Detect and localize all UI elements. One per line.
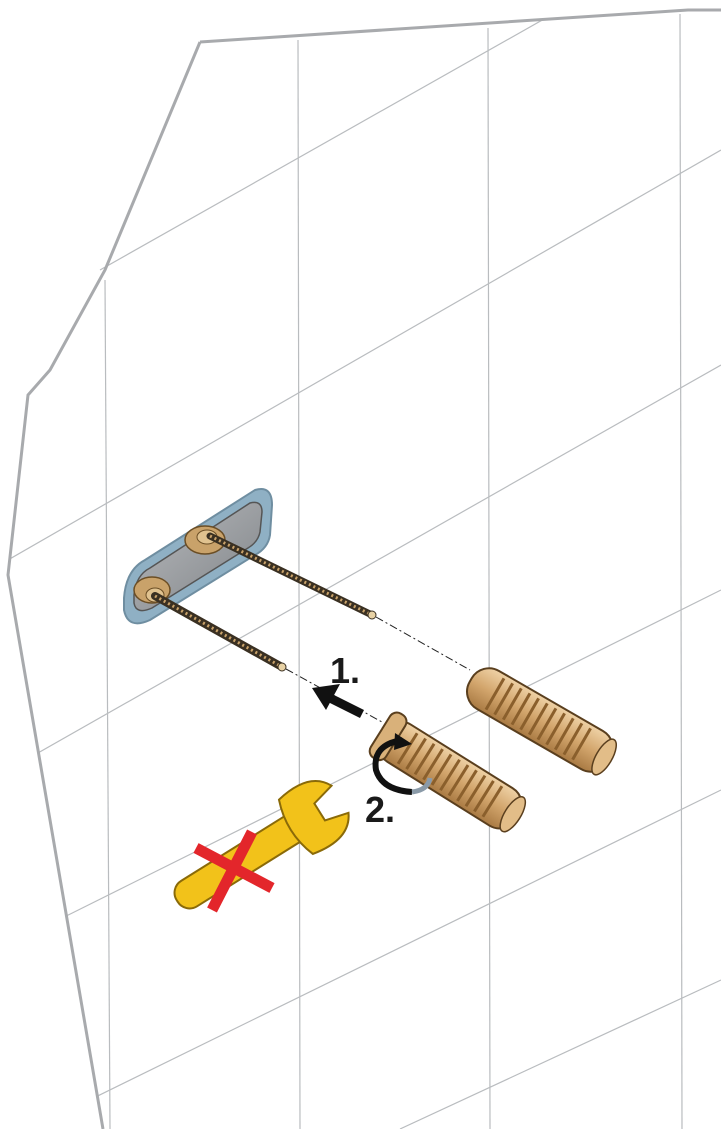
sleeve-nut-upper (466, 667, 618, 776)
threaded-rod-upper (206, 532, 377, 620)
tile-grid (8, 10, 721, 1129)
wall-left-edge (6, 41, 202, 1129)
wall-panel (6, 8, 721, 1129)
wall-top-edge (199, 8, 721, 44)
push-arrow-icon (312, 684, 365, 719)
alignment-line-upper (375, 616, 471, 671)
step-1-label: 1. (330, 650, 360, 691)
step-2-label: 2. (365, 789, 395, 830)
sleeve-nut-lower (368, 711, 527, 833)
prohibited-cross-icon (193, 829, 275, 913)
threaded-rod-lower (151, 592, 287, 672)
rotate-arrow-icon (372, 733, 433, 795)
